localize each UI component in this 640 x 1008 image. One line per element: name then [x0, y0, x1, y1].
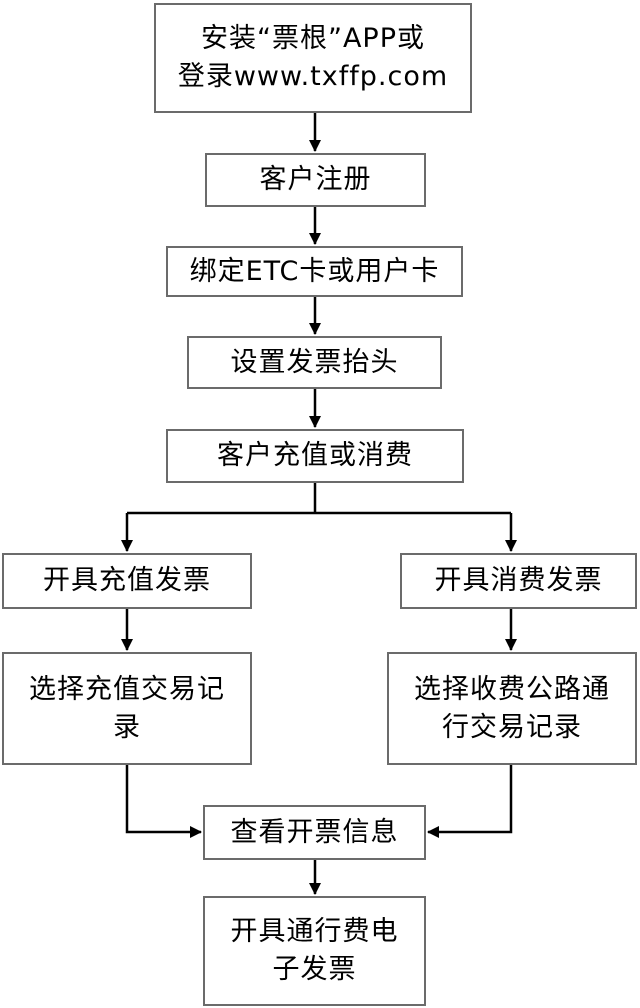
node-bind-card: 绑定ETC卡或用户卡	[166, 246, 463, 297]
node-set-invoice-title-label: 设置发票抬头	[230, 346, 399, 378]
node-view-invoice-info: 查看开票信息	[203, 805, 426, 860]
node-bind-card-label: 绑定ETC卡或用户卡	[189, 255, 440, 287]
edge-n9-n10	[427, 765, 513, 838]
node-install-app-label: 安装“票根”APP或 登录www.txffp.com	[177, 23, 449, 92]
node-issue-consumption-invoice: 开具消费发票	[400, 553, 637, 609]
node-set-invoice-title: 设置发票抬头	[187, 336, 442, 389]
node-view-invoice-info-label: 查看开票信息	[230, 816, 399, 848]
node-issue-consumption-invoice-label: 开具消费发票	[434, 565, 603, 596]
node-recharge-or-consume: 客户充值或消费	[166, 429, 464, 483]
node-select-toll-records: 选择收费公路通 行交易记录	[387, 652, 637, 765]
node-select-toll-records-label: 选择收费公路通 行交易记录	[414, 673, 610, 743]
edge-n8-n10	[125, 765, 202, 838]
node-install-app: 安装“票根”APP或 登录www.txffp.com	[154, 3, 472, 113]
node-select-recharge-records-label: 选择充值交易记 录	[29, 673, 225, 743]
node-issue-recharge-invoice-label: 开具充值发票	[43, 565, 211, 596]
node-issue-recharge-invoice: 开具充值发票	[2, 553, 252, 609]
node-customer-register: 客户注册	[205, 153, 426, 207]
node-recharge-or-consume-label: 客户充值或消费	[217, 440, 413, 471]
node-issue-electronic-invoice: 开具通行费电 子发票	[203, 896, 426, 1006]
edge-n5-split	[127, 483, 511, 515]
node-customer-register-label: 客户注册	[259, 164, 372, 195]
node-issue-electronic-invoice-label: 开具通行费电 子发票	[230, 916, 399, 985]
node-select-recharge-records: 选择充值交易记 录	[2, 652, 252, 765]
